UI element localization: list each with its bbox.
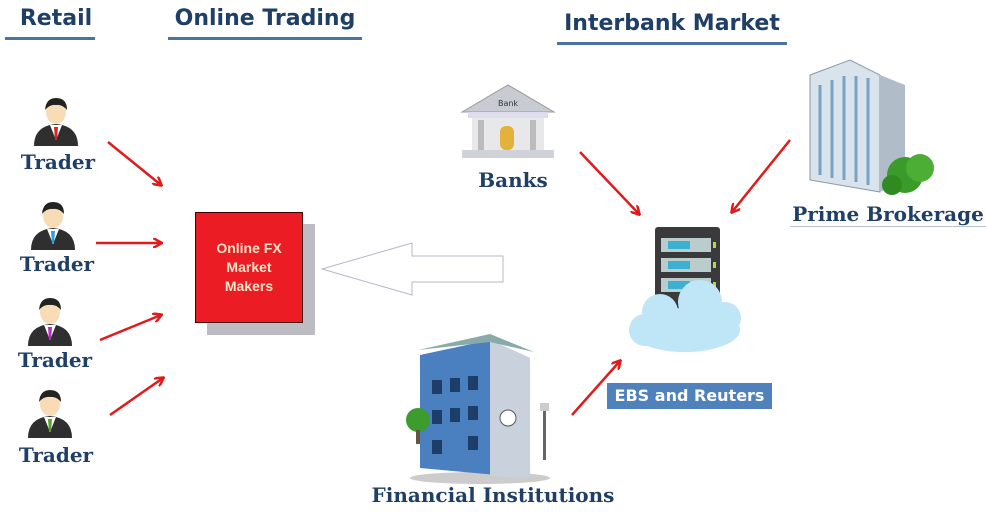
hollow-arrow [320,242,504,296]
trader-label: Trader [19,252,95,276]
interbank-underline [557,42,787,45]
arrow [732,139,791,212]
arrow [109,378,163,417]
arrow [99,315,161,342]
financial-institution-building-icon [406,334,550,484]
mm-line: Online FX [216,240,282,256]
trader-label: Trader [18,443,94,467]
bank-icon: Bank [460,84,556,158]
bank-sign: Bank [498,99,518,108]
mm-line: Market [226,259,272,275]
financial-institutions-label: Financial Institutions [371,483,615,507]
trader-icon [31,202,75,250]
interbank-header: Interbank Market [564,11,780,36]
prime-underline [790,226,986,227]
trader-icon [34,98,78,146]
prime-brokerage-building-icon [809,59,934,195]
retail-underline [5,37,95,40]
trader-icon [28,298,72,346]
banks-label: Banks [478,168,548,192]
trader-icon [28,390,72,438]
server-cloud-icon [629,227,741,352]
prime-brokerage-label: Prime Brokerage [792,202,984,226]
online-trading-header: Online Trading [174,6,356,31]
ebs-reuters-label: EBS and Reuters [607,383,772,409]
arrow [579,151,639,214]
arrow [107,141,161,185]
trader-label: Trader [20,150,96,174]
arrow [571,361,620,416]
retail-header: Retail [19,6,93,31]
trader-label: Trader [17,348,93,372]
online-underline [168,37,362,40]
mm-line: Makers [224,278,274,294]
